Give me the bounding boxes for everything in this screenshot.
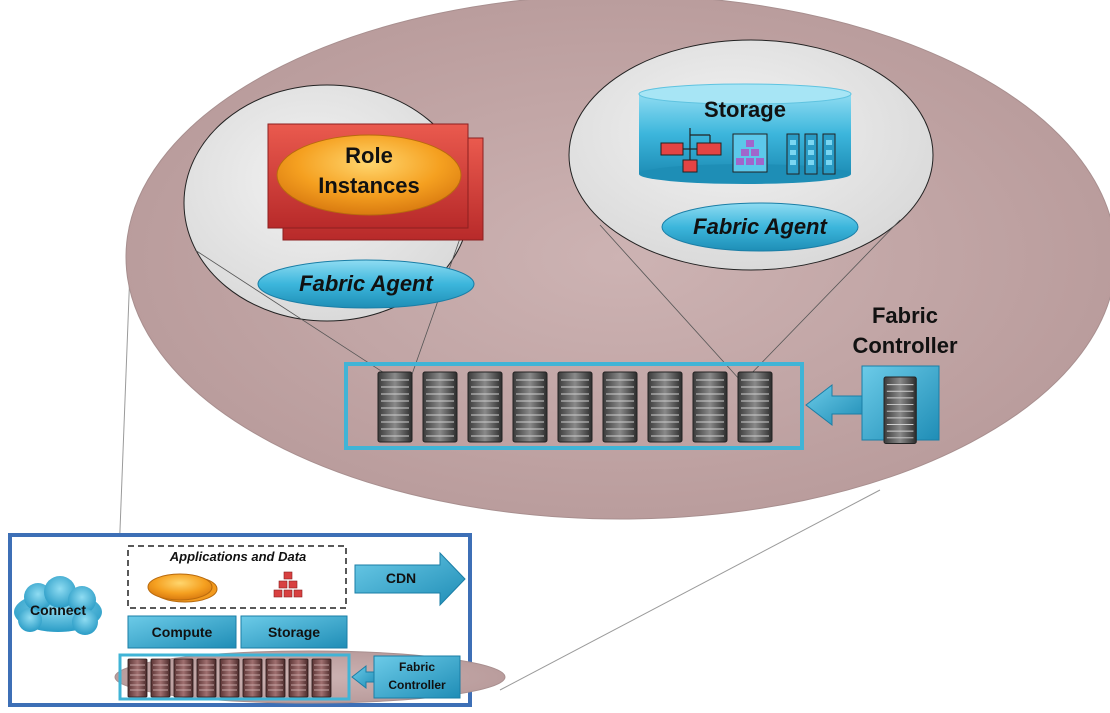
controller-server-icon (883, 376, 917, 444)
inset-role-icon (147, 573, 218, 603)
fabric-agent-right-label: Fabric Agent (693, 214, 827, 239)
server-6 (602, 371, 638, 443)
fabric-agent-right (661, 202, 859, 252)
inset-cdn-arrow[interactable] (354, 551, 466, 607)
inset-controller-label-2: Controller (388, 678, 446, 692)
server-8 (692, 371, 728, 443)
inset-connect-cloud[interactable] (14, 576, 102, 635)
inset-controller-label-1: Fabric (398, 660, 435, 674)
storage-table-icon (660, 128, 722, 173)
zoom-line-right (499, 489, 881, 691)
fabric-controller-label-2: Controller (852, 333, 958, 358)
inset-storage-bar[interactable] (240, 615, 348, 649)
inset-fabric-controller-box[interactable] (373, 655, 461, 699)
inset-cdn-label: CDN (385, 570, 417, 586)
storage-queue-icon (786, 133, 836, 175)
inset-server-frame (118, 653, 351, 701)
fabric-agent-left (257, 259, 475, 309)
server-9 (737, 371, 773, 443)
server-2 (422, 371, 458, 443)
server-1 (377, 371, 413, 443)
server-rack-frame (344, 362, 804, 450)
role-subtitle: Instances (318, 173, 420, 198)
server-4 (512, 371, 548, 443)
inset-connect-label: Connect (30, 602, 86, 618)
inset-compute-bar[interactable] (127, 615, 237, 649)
storage-blob-icon (732, 133, 768, 173)
role-title: Role (345, 143, 393, 168)
inset-compute-label: Compute (151, 624, 213, 640)
inset-storage-label: Storage (267, 624, 321, 640)
storage-title: Storage (704, 97, 786, 122)
server-7 (647, 371, 683, 443)
server-rack (377, 371, 773, 443)
inset-applications-title: Applications and Data (169, 549, 307, 564)
fabric-controller-label-1: Fabric (871, 303, 939, 328)
role-instances-oval (276, 134, 462, 216)
server-3 (467, 371, 503, 443)
fabric-agent-left-label: Fabric Agent (299, 271, 433, 296)
server-5 (557, 371, 593, 443)
inset-data-icon (273, 571, 303, 598)
inset-server-rack (127, 658, 332, 698)
